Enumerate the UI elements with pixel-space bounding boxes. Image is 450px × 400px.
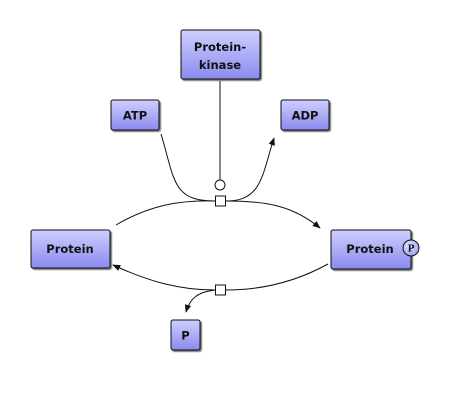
edges (112, 81, 329, 313)
node-atp[interactable] (110, 99, 160, 131)
phospho-state-icon (402, 239, 420, 257)
adp-label: ADP (292, 109, 319, 123)
node-protein-left[interactable] (30, 229, 111, 269)
protein-kinase-label-line1: Protein- (194, 40, 246, 54)
protein-kinase-label-line2: kinase (199, 58, 241, 72)
node-phosphate[interactable] (170, 319, 201, 351)
node-adp[interactable] (280, 99, 330, 131)
protein-right-label: Protein (346, 242, 393, 256)
edge-protein-phospho-to-process2 (225, 263, 329, 291)
process-nodes (214, 179, 226, 296)
edge-protein-to-process1 (115, 200, 216, 226)
edge-process2-to-protein (112, 264, 216, 291)
edge-process1-to-adp (225, 137, 275, 202)
atp-label: ATP (123, 109, 147, 123)
catalysis-circle-icon (214, 179, 226, 191)
phospho-state-label: P (408, 245, 415, 255)
node-protein-kinase[interactable] (180, 29, 261, 80)
phosphate-label: P (181, 329, 189, 343)
process-node-dephosphorylation[interactable] (215, 284, 226, 296)
edge-atp-to-process1 (160, 133, 216, 202)
edge-process2-to-phosphate (184, 289, 216, 313)
process-node-phosphorylation[interactable] (215, 195, 226, 207)
edge-process1-to-protein-phospho (225, 200, 321, 229)
protein-left-label: Protein (46, 242, 93, 256)
